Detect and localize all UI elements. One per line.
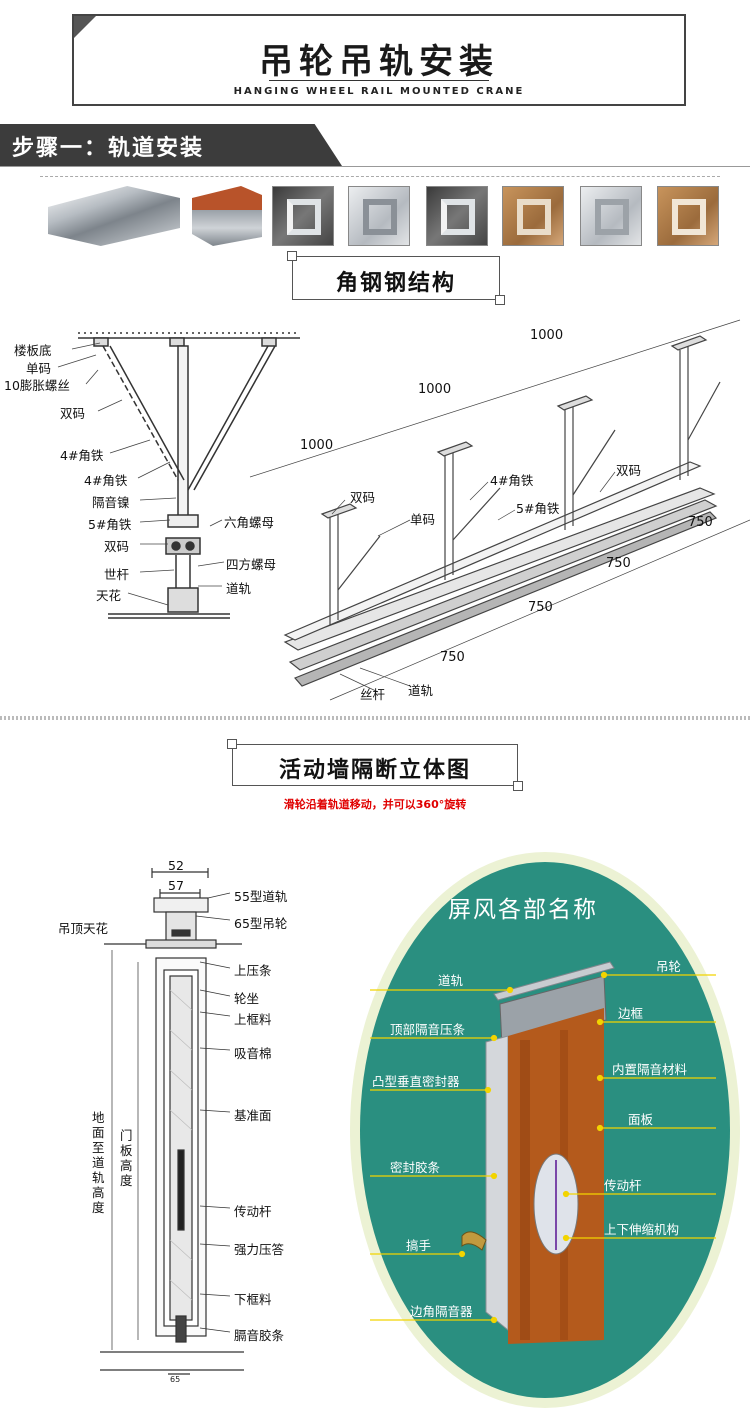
profile-photo-2	[348, 186, 410, 246]
iso-label-double-clamp: 双码	[350, 490, 376, 505]
screen-label-handle: 搞手	[406, 1238, 432, 1253]
dim-top-3: 1000	[300, 438, 334, 453]
label-sound-cotton: 吸音棉	[234, 1046, 272, 1061]
screen-label-frame: 边框	[618, 1006, 644, 1021]
label-expansion-screw: 10膨胀螺丝	[4, 378, 70, 393]
label-soundproof-nickel: 隔音镍	[92, 495, 130, 510]
profile-photo-4	[502, 186, 564, 246]
label-suspended-ceiling: 吊顶天花	[58, 921, 109, 936]
partition-note: 滑轮沿着轨道移动，并可以360°旋转	[283, 798, 467, 811]
profile-photo-5	[580, 186, 642, 246]
iso-label-single-clamp: 单码	[410, 512, 436, 527]
dim-65: 65	[170, 1375, 181, 1384]
screen-label-vertical-seal: 凸型垂直密封器	[372, 1074, 460, 1089]
profile-shape	[672, 199, 706, 235]
profile-photo-3	[426, 186, 488, 246]
label-top-frame: 上框料	[234, 1012, 272, 1027]
label-drive-rod: 传动杆	[234, 1204, 272, 1219]
dotted-divider	[40, 176, 720, 177]
frame-corner	[287, 251, 297, 261]
label-65-wheel: 65型吊轮	[234, 916, 288, 931]
dim-top-2: 1000	[418, 382, 452, 397]
dim-52: 52	[168, 858, 184, 873]
page-subtitle: HANGING WHEEL RAIL MOUNTED CRANE	[233, 86, 525, 97]
label-sound-seal-strip: 膈音胶条	[234, 1328, 285, 1343]
dim-top-1: 1000	[530, 328, 564, 343]
frame-corner	[513, 781, 523, 791]
profile-shape	[287, 199, 321, 235]
frame-corner	[495, 295, 505, 305]
iso-label-angle-iron-4: 4#角铁	[490, 473, 534, 488]
label-datum-plane: 基准面	[234, 1108, 272, 1123]
label-angle-iron-5: 5#角铁	[88, 517, 132, 532]
label-door-panel-height: 门板高度	[120, 1128, 133, 1188]
profile-photo-1	[272, 186, 334, 246]
label-double-clamp: 双码	[60, 406, 86, 421]
screen-label-rubber-seal: 密封胶条	[390, 1160, 441, 1175]
dim-bottom-4: 750	[440, 650, 465, 665]
screen-label-corner-sound: 边角隔音器	[410, 1304, 473, 1319]
screen-label-wheel: 吊轮	[656, 959, 682, 974]
profile-shape	[441, 199, 475, 235]
screen-label-top-seal: 顶部隔音压条	[390, 1022, 466, 1037]
header-box: 吊轮吊轨安装 HANGING WHEEL RAIL MOUNTED CRANE	[72, 14, 686, 106]
partition-title-frame: 活动墙隔断立体图	[227, 739, 523, 791]
header-corner-decoration	[74, 16, 96, 38]
label-angle-iron-4b: 4#角铁	[84, 473, 128, 488]
partition-title: 活动墙隔断立体图	[278, 758, 471, 783]
profile-shape	[363, 199, 397, 235]
page-title: 吊轮吊轨安装	[259, 42, 499, 82]
label-bottom-frame: 下框料	[234, 1292, 272, 1307]
label-slab-bottom: 楼板底	[14, 343, 52, 358]
frame-corner	[227, 739, 237, 749]
label-ceiling: 天花	[96, 588, 122, 603]
screen-label-inner-sound: 内置隔音材料	[612, 1062, 688, 1077]
screen-label-telescopic: 上下伸缩机构	[604, 1222, 680, 1237]
label-55-rail: 55型道轨	[234, 889, 288, 904]
profile-shape	[517, 199, 551, 235]
label-hex-nut: 六角螺母	[224, 515, 275, 530]
title-divider	[269, 80, 489, 81]
screen-label-drive-rod: 传动杆	[604, 1178, 642, 1193]
profile-shape	[595, 199, 629, 235]
angle-steel-title: 角钢钢结构	[335, 271, 456, 296]
rail-photo-wood	[192, 186, 262, 246]
iso-label-angle-iron-5: 5#角铁	[516, 501, 560, 516]
profile-photo-6	[657, 186, 719, 246]
label-strong-clamp: 强力压答	[234, 1242, 285, 1257]
screen-panel-title: 屏风各部名称	[448, 897, 598, 923]
dim-bottom-3: 750	[528, 600, 553, 615]
step-label: 步骤一：轨道安装	[12, 136, 205, 161]
screen-label-panel: 面板	[628, 1112, 654, 1127]
label-single-clamp: 单码	[26, 361, 52, 376]
label-square-nut: 四方螺母	[226, 557, 277, 572]
label-double-clamp-2: 双码	[104, 539, 130, 554]
dim-bottom-1: 750	[688, 515, 713, 530]
label-rail: 道轨	[226, 581, 252, 596]
step-banner: 步骤一：轨道安装	[0, 124, 342, 166]
label-threaded-rod: 世杆	[104, 567, 130, 582]
iso-label-double-clamp-2: 双码	[616, 463, 642, 478]
label-floor-to-rail-height: 地面至道轨高度	[92, 1110, 105, 1215]
label-angle-iron-4a: 4#角铁	[60, 448, 104, 463]
label-top-strip: 上压条	[234, 963, 272, 978]
iso-label-threaded-rod: 丝杆	[360, 687, 386, 702]
step-underline	[0, 166, 750, 167]
iso-label-rail: 道轨	[408, 683, 434, 698]
screen-label-rail: 道轨	[438, 973, 464, 988]
dim-bottom-2: 750	[606, 556, 631, 571]
angle-steel-title-frame: 角钢钢结构	[287, 251, 505, 305]
dim-57: 57	[168, 878, 184, 893]
label-wheel-seat: 轮坐	[234, 991, 260, 1006]
